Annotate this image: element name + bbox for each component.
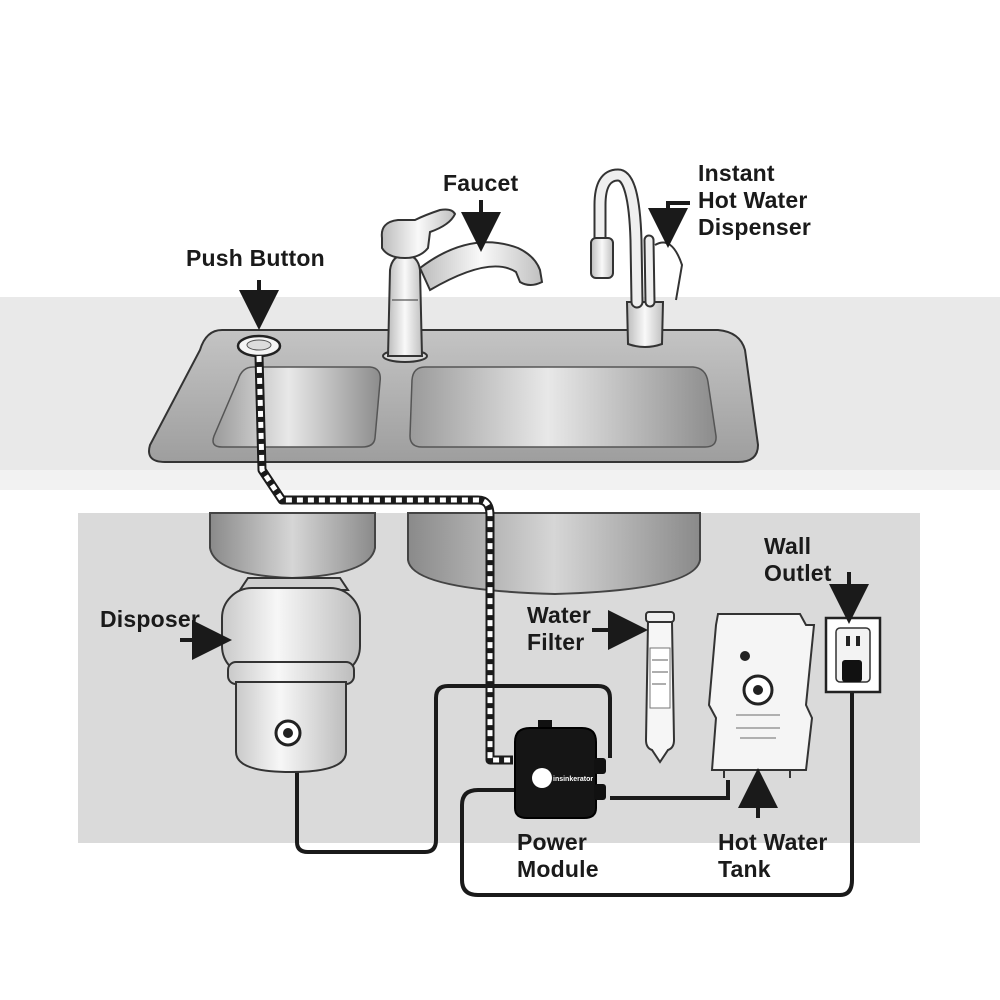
water-filter-label: Water Filter — [527, 602, 592, 655]
wall-outlet-label: Wall Outlet — [764, 533, 832, 586]
disposer-label: Disposer — [100, 606, 201, 632]
left-sink-bowl — [212, 366, 382, 448]
right-bowl-underside — [407, 512, 701, 596]
disposer — [221, 577, 361, 774]
power-module-logo-badge — [532, 768, 552, 788]
countertop-edge — [0, 470, 1000, 490]
hot-water-tank — [707, 613, 816, 778]
callout-arrows — [180, 200, 869, 818]
hot-water-tank-cord — [610, 780, 730, 800]
disposer-power-cord — [295, 684, 612, 854]
push-button-label: Push Button — [186, 245, 325, 271]
hot-water-tank-label: Hot Water Tank — [718, 829, 828, 882]
power-module-label: Power Module — [517, 829, 599, 882]
power-module: insinkerator — [514, 720, 606, 819]
hot-water-dispenser — [590, 168, 684, 348]
power-module-brand: insinkerator — [553, 776, 593, 783]
water-filter — [644, 611, 676, 764]
faucet — [380, 208, 544, 363]
wall-outlet-cord — [460, 688, 854, 897]
right-sink-bowl — [409, 366, 717, 448]
instant-hot-water-dispenser-label: Instant Hot Water Dispenser — [698, 160, 812, 240]
wall-outlet — [824, 616, 882, 694]
faucet-label: Faucet — [443, 170, 519, 196]
left-bowl-underside — [209, 512, 376, 580]
